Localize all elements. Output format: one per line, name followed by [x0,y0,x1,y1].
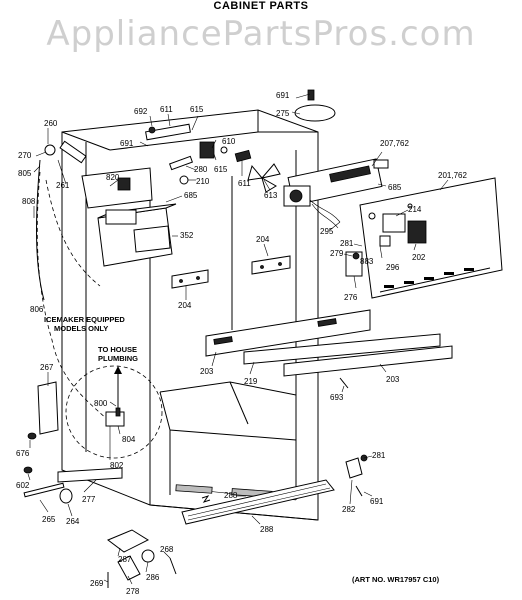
part-label-296: 296 [386,263,400,272]
part-label-295: 295 [320,227,334,236]
part-label-808: 808 [22,197,36,206]
part-label-800: 800 [94,399,108,408]
part-label-288: 288 [224,491,238,500]
part-label-805: 805 [18,169,32,178]
part-label-610: 610 [222,137,236,146]
part-label-611: 611 [238,179,251,188]
control-panel [345,177,503,299]
part-label-207-762: 207,762 [380,139,409,148]
plumbing-note-line2: PLUMBING [98,354,138,363]
part-label-276: 276 [344,293,358,302]
part-label-820: 820 [106,173,120,182]
notes: ICEMAKER EQUIPPED MODELS ONLY TO HOUSE P… [44,315,440,584]
part-label-264: 264 [66,517,80,526]
kick-plate [181,479,335,525]
part-label-287: 287 [118,555,132,564]
part-label-691: 691 [276,91,290,100]
part-label-288: 288 [260,525,274,534]
water-line [36,159,163,459]
part-label-281: 281 [340,239,354,248]
part-label-269: 269 [90,579,104,588]
part-label-280: 280 [194,165,208,174]
part-label-270: 270 [18,151,32,160]
part-label-281: 281 [372,451,386,460]
part-label-267: 267 [40,363,54,372]
fan-motor-assembly [283,158,389,229]
part-label-802: 802 [110,461,124,470]
part-label-676: 676 [16,449,30,458]
trim-strips [205,309,453,377]
part-label-883: 883 [360,257,374,266]
part-label-268: 268 [160,545,174,554]
leader-lines [27,93,449,585]
part-label-275: 275 [276,109,290,118]
part-labels: 691 275 692 611 615 691 610 615 611 280 … [16,91,467,596]
part-label-277: 277 [82,495,96,504]
part-label-611: 611 [160,105,173,114]
part-label-691: 691 [120,139,134,148]
part-label-204: 204 [178,301,192,310]
part-label-203: 203 [386,375,400,384]
part-label-615: 615 [214,165,228,174]
part-label-685: 685 [184,191,198,200]
top-controls [145,89,336,193]
part-label-204: 204 [256,235,270,244]
part-label-265: 265 [42,515,56,524]
part-label-615: 615 [190,105,204,114]
part-label-602: 602 [16,481,30,490]
part-label-203: 203 [200,367,214,376]
brackets [171,255,291,289]
part-label-693: 693 [330,393,344,402]
part-label-352: 352 [180,231,194,240]
part-label-279: 279 [330,249,344,258]
part-label-219: 219 [244,377,258,386]
part-label-261: 261 [56,181,70,190]
watermark: AppliancePartsPros.com [46,14,476,54]
part-label-214: 214 [408,205,422,214]
icemaker-note-line1: ICEMAKER EQUIPPED [44,315,125,324]
part-label-260: 260 [44,119,58,128]
page-title: CABINET PARTS [213,0,309,12]
icemaker-assembly [44,140,177,267]
lower-parts [23,377,368,588]
part-label-691: 691 [370,497,384,506]
part-label-282: 282 [342,505,356,514]
icemaker-note-line2: MODELS ONLY [54,324,108,333]
part-label-806: 806 [30,305,44,314]
plumbing-note-line1: TO HOUSE [98,345,137,354]
part-label-210: 210 [196,177,210,186]
part-label-202: 202 [412,253,426,262]
part-label-692: 692 [134,107,148,116]
part-label-685: 685 [388,183,402,192]
part-label-278: 278 [126,587,140,596]
part-label-613: 613 [264,191,278,200]
part-label-201-762: 201,762 [438,171,467,180]
part-label-804: 804 [122,435,136,444]
part-label-286: 286 [146,573,160,582]
art-number: (ART NO. WR17957 C10) [352,575,440,584]
